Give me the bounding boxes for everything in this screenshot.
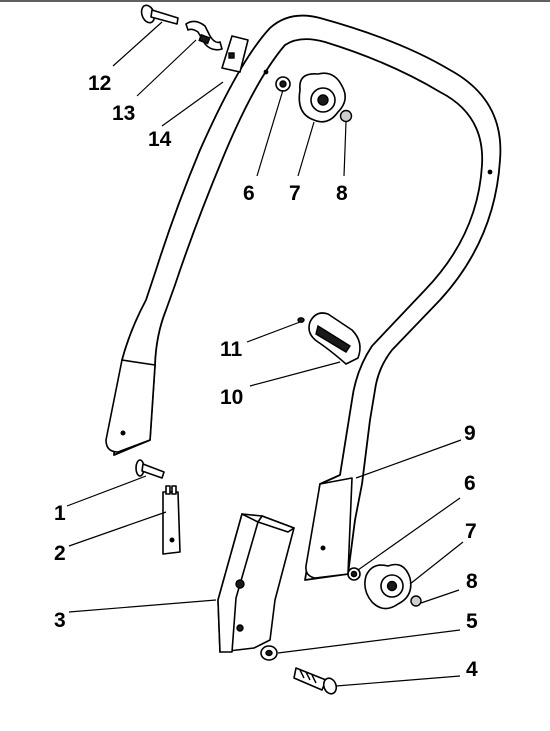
part-3-mounting-bracket (217, 513, 295, 653)
part-11-pin (297, 317, 305, 323)
callout-12: 12 (88, 72, 111, 95)
callout-2: 2 (54, 542, 66, 565)
part-14-cable-guide (221, 35, 249, 73)
part-7-knob-top (298, 72, 346, 123)
callout-6-bottom: 6 (464, 472, 476, 495)
part-4-bolt (293, 667, 338, 695)
callout-4: 4 (466, 658, 478, 681)
callout-7-bottom: 7 (465, 520, 477, 543)
part-6-washer-bottom (347, 567, 361, 581)
callout-10: 10 (220, 386, 243, 409)
handle-frame (105, 14, 502, 581)
callout-13: 13 (112, 102, 135, 125)
callout-5: 5 (466, 610, 478, 633)
callout-3: 3 (54, 609, 66, 632)
callout-6-top: 6 (243, 182, 255, 205)
part-7-knob-bottom (364, 563, 412, 610)
part-12-bolt (140, 4, 179, 25)
part-10-cable-clip (308, 312, 361, 365)
part-8-nut-top (339, 109, 353, 123)
part-2-plate (162, 485, 181, 555)
part-6-washer-top (275, 76, 291, 92)
part-1-bolt (135, 459, 165, 479)
callout-11: 11 (220, 338, 243, 361)
callout-8-top: 8 (336, 182, 348, 205)
leader-lines (66, 21, 464, 687)
part-13-clip (185, 20, 223, 51)
callout-8-bottom: 8 (466, 570, 478, 593)
callout-9: 9 (464, 422, 476, 445)
part-8-nut-bottom (410, 595, 422, 607)
callout-14: 14 (148, 128, 172, 151)
callout-7-top: 7 (289, 182, 301, 205)
part-5-washer (260, 645, 278, 661)
callout-1: 1 (54, 502, 66, 525)
